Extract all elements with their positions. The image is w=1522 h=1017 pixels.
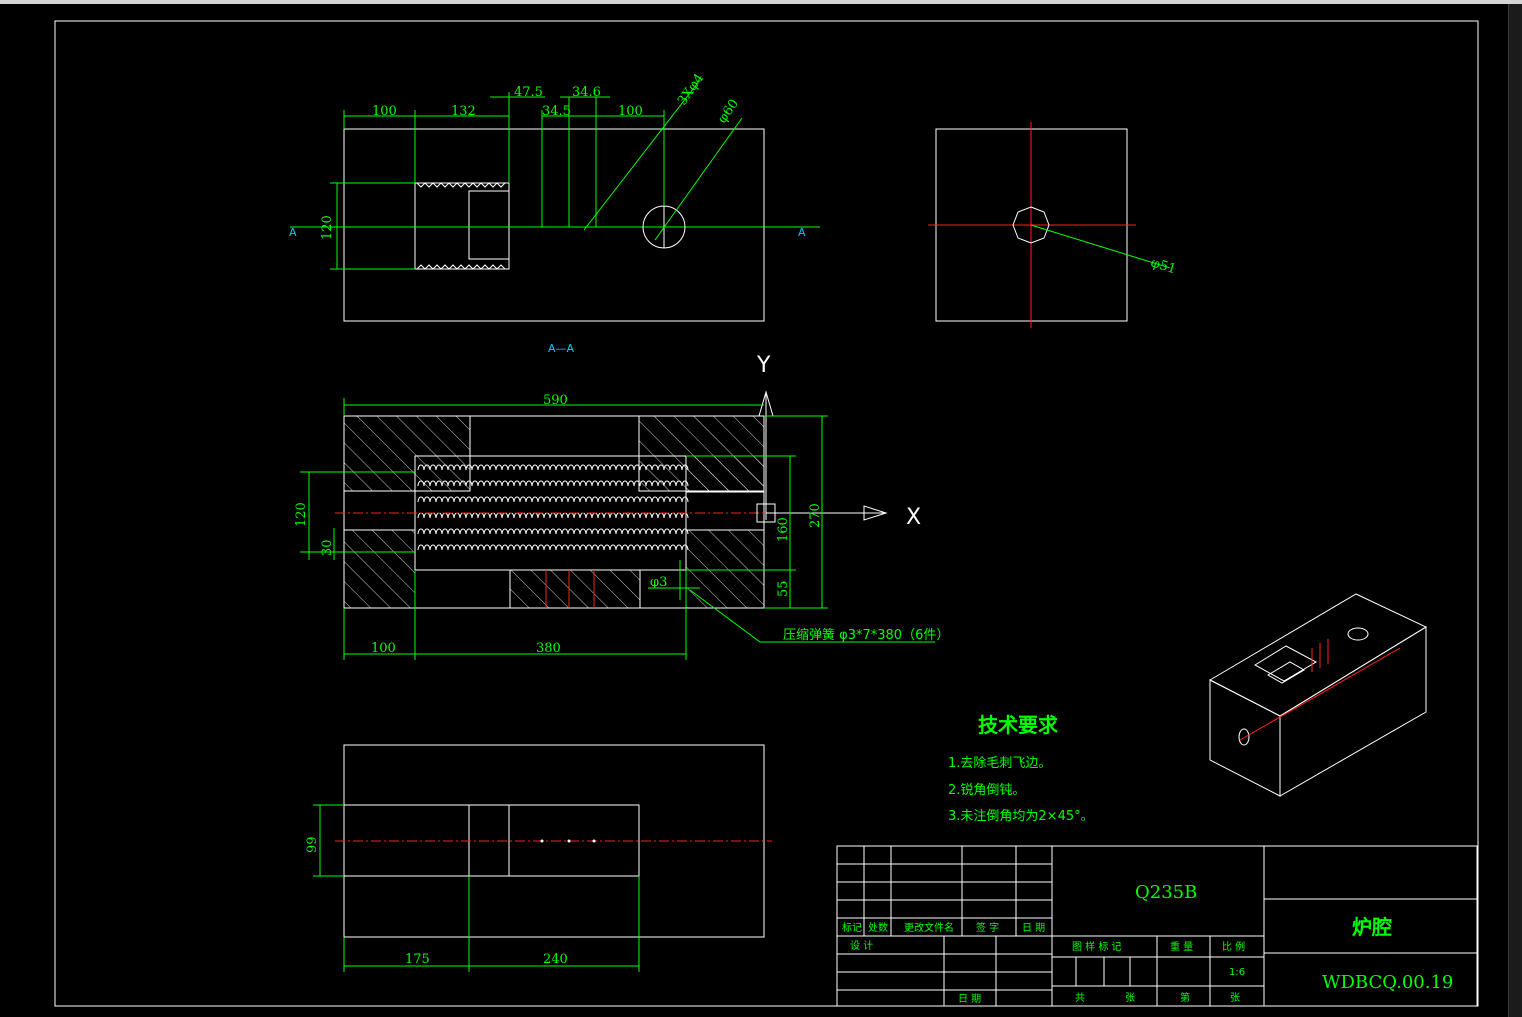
isometric-view	[1208, 593, 1428, 797]
dim-47-5: 47.5	[514, 85, 543, 100]
axis-x-label: X	[906, 505, 921, 530]
tb-design: 设 计	[850, 939, 873, 952]
section-mark-left: A	[289, 226, 297, 239]
spring-coil	[417, 512, 689, 519]
callout-51: φ51	[1149, 255, 1178, 277]
technical-requirements: 技术要求 1.去除毛刺飞边。 2.锐角倒钝。 3.未注倒角均为2×45°。	[948, 713, 1094, 824]
bottom-view: 99 175 240	[305, 744, 772, 972]
top-view-outline	[343, 128, 765, 322]
window-top-bar	[0, 0, 1522, 4]
requirements-heading: 技术要求	[978, 713, 1059, 737]
spring-note: 压缩弹簧 φ3*7*380（6件）	[783, 627, 949, 643]
dim-34-5: 34.5	[542, 104, 571, 119]
section-view: Y X 590 120 30 270 160 55 100 380 φ3 压缩弹…	[294, 353, 949, 660]
tb-part-name: 炉腔	[1352, 915, 1392, 939]
tb-label-count: 处数	[868, 921, 888, 934]
tb-scale-label: 比 例	[1222, 940, 1245, 953]
spring-coil	[417, 464, 689, 471]
dim-270: 270	[808, 503, 823, 528]
top-view-cavity	[414, 182, 510, 270]
tb-date: 日 期	[958, 993, 981, 1005]
dim-99: 99	[305, 836, 320, 853]
dim-100-top: 100	[372, 104, 397, 119]
title-block: 标记 处数 更改文件名 签 字 日 期 设 计 日 期 图 样 标 记 重 量 …	[836, 845, 1478, 1007]
section-label: A—A	[548, 342, 575, 355]
spring-coil	[417, 528, 689, 535]
section-outline	[343, 415, 765, 609]
requirement-2: 2.锐角倒钝。	[948, 783, 1025, 798]
tb-sheets-1: 张	[1125, 992, 1135, 1004]
tb-sheet-no: 第	[1180, 991, 1190, 1004]
tb-total: 共	[1075, 992, 1085, 1004]
spring-coil	[417, 544, 689, 551]
tb-weight: 重 量	[1170, 940, 1193, 953]
tb-drawing-number: WDBCQ.00.19	[1322, 972, 1453, 993]
dim-175: 175	[405, 952, 430, 967]
spring-coil	[417, 480, 689, 487]
side-view: φ51	[928, 122, 1178, 328]
tb-material: Q235B	[1135, 882, 1197, 903]
tb-label-date: 日 期	[1022, 922, 1045, 934]
dim-phi3: φ3	[650, 575, 667, 590]
top-view-inner-slot	[468, 190, 510, 260]
thread-top	[416, 182, 506, 188]
tb-label-mark: 标记	[842, 922, 862, 934]
dim-120-top: 120	[320, 215, 335, 240]
section-mark-right: A	[798, 226, 806, 239]
dim-34-6: 34.6	[572, 85, 601, 100]
hole-51	[1012, 206, 1050, 244]
tb-label-file: 更改文件名	[904, 921, 954, 934]
dim-160: 160	[776, 517, 791, 542]
dim-240: 240	[543, 952, 568, 967]
tb-label-sign: 签 字	[976, 921, 999, 934]
tb-stage-mark: 图 样 标 记	[1072, 940, 1122, 953]
dim-120-section: 120	[294, 502, 309, 527]
dim-380: 380	[536, 641, 561, 656]
callout-60: φ60	[715, 97, 742, 127]
requirement-3: 3.未注倒角均为2×45°。	[948, 809, 1094, 824]
dim-132: 132	[451, 104, 476, 119]
vertical-scrollbar[interactable]	[1508, 4, 1522, 1017]
spring-coil	[417, 496, 689, 503]
requirement-1: 1.去除毛刺飞边。	[948, 756, 1051, 771]
dim-590: 590	[543, 393, 568, 408]
thread-bottom	[416, 264, 506, 270]
dim-100-section: 100	[371, 641, 396, 656]
axis-y-label: Y	[756, 353, 771, 378]
tb-sheets-2: 张	[1230, 992, 1240, 1004]
tb-scale-value: 1:6	[1229, 967, 1245, 978]
callout-3x4: 3Xφ4	[675, 71, 707, 108]
dim-55: 55	[776, 580, 791, 597]
dim-100-right: 100	[618, 104, 643, 119]
top-view: 100 132 47.5 34.5 34.6 100 120 3Xφ4 φ60 …	[289, 71, 820, 322]
dim-30: 30	[320, 539, 335, 556]
drawing-frame	[54, 20, 1479, 1007]
